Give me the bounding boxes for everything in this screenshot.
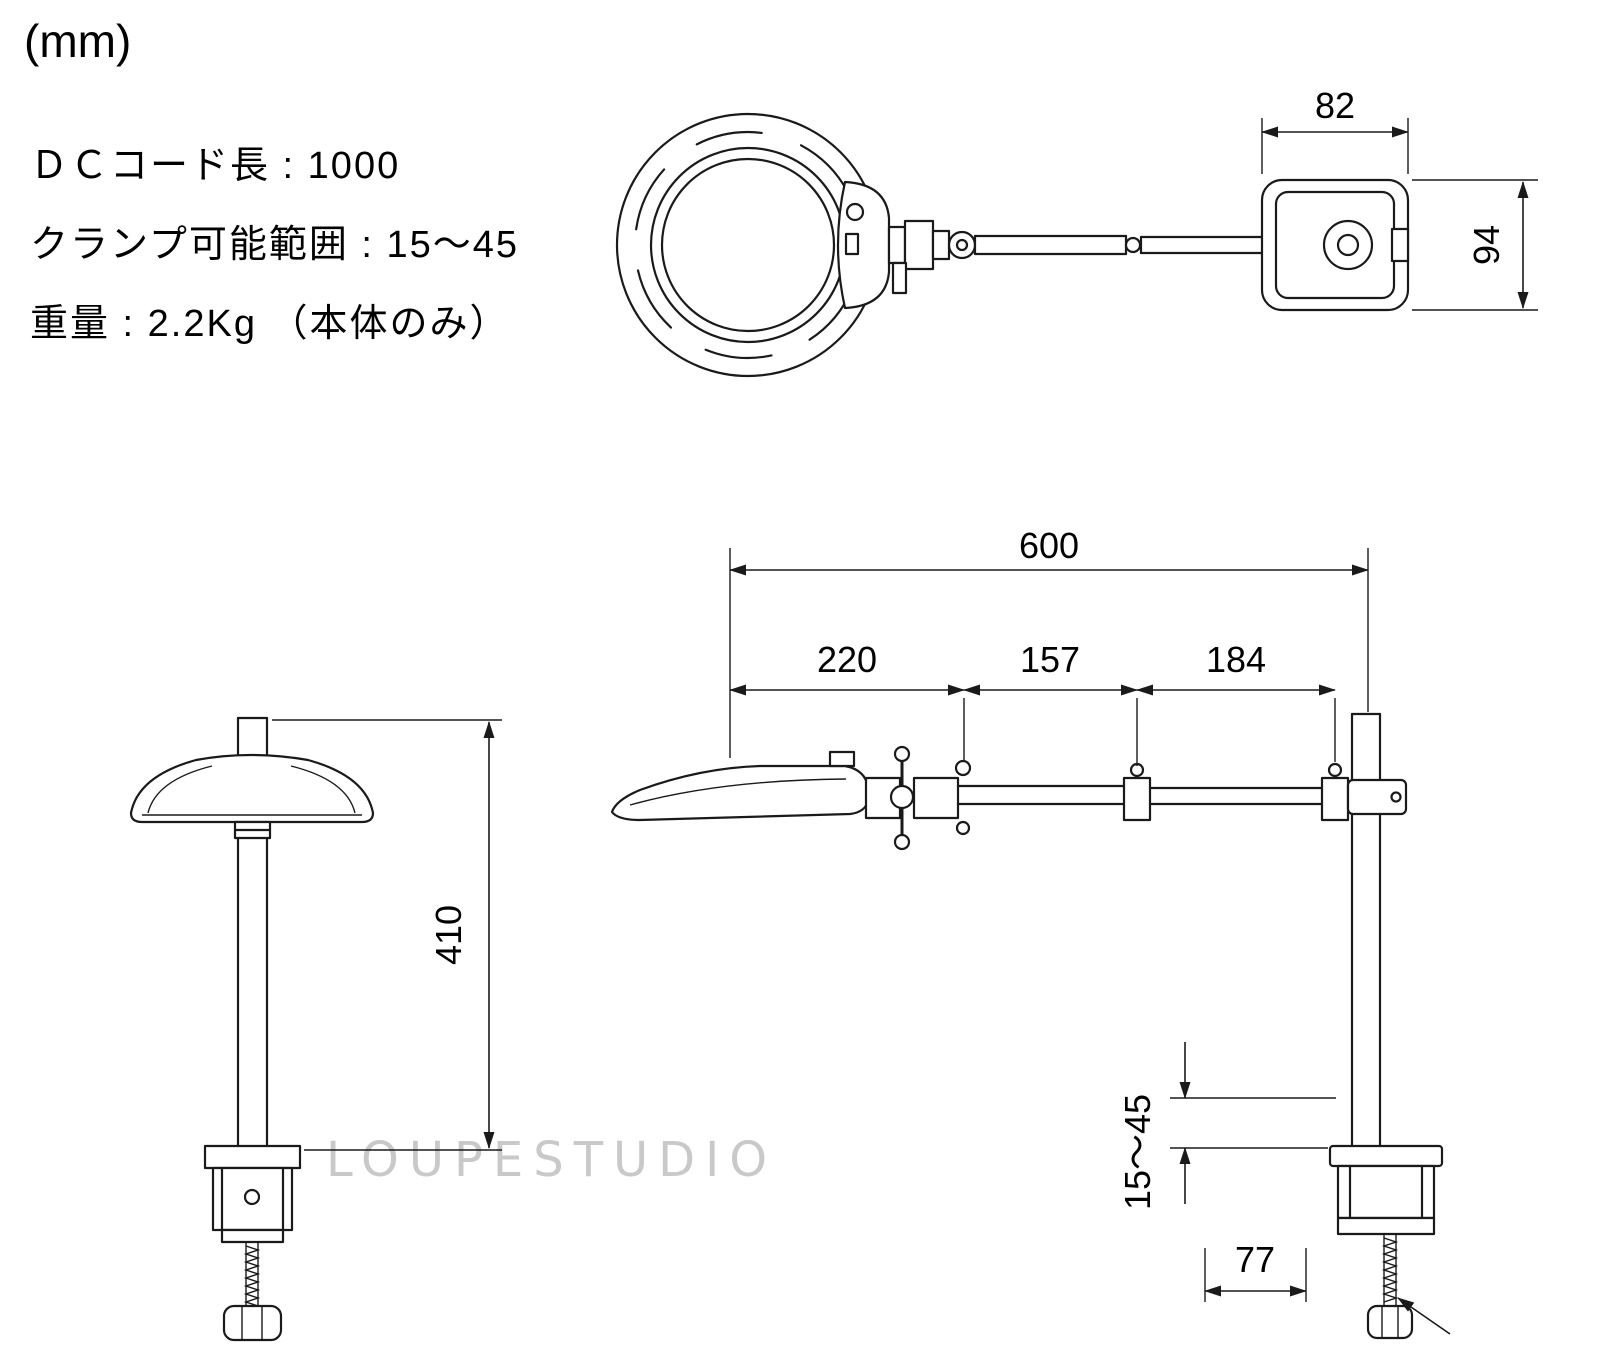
lens-outer — [649, 146, 847, 344]
dim-label-15-45: 15～45 — [1117, 1094, 1158, 1210]
head-hinge — [887, 219, 977, 295]
clamp-screw-side — [1381, 1234, 1399, 1306]
mid-joint-bracket — [1122, 776, 1152, 822]
arm-joint-bolt — [1124, 236, 1142, 254]
joint-bolt-bottom — [955, 820, 971, 836]
lock-lever — [889, 745, 915, 851]
dim-label-220: 220 — [817, 639, 877, 680]
shade-inner-left — [147, 765, 213, 814]
dim-arm-segments: 220 157 184 — [729, 639, 1336, 766]
clamp-top-view — [1260, 178, 1410, 312]
arm-side-view — [956, 784, 1324, 806]
dim-top-width: 82 — [1261, 85, 1409, 174]
clamp-side-view — [1328, 1144, 1444, 1340]
joint-bolt-top — [954, 759, 972, 777]
dim-label-184: 184 — [1206, 639, 1266, 680]
arm-joint-block — [912, 776, 960, 820]
screw-knob-front — [222, 1304, 283, 1342]
side-view: 600 220 157 184 15～45 77 — [610, 525, 1451, 1340]
dim-label-94: 94 — [1466, 225, 1507, 265]
clamp-front-view — [203, 1144, 302, 1342]
note-weight: 重量 : 2.2Kg （本体のみ） — [30, 303, 510, 345]
note-dc-cord-length: ＤＣコード長 : 1000 — [30, 145, 401, 187]
dim-clamp-range: 15～45 — [1117, 1042, 1336, 1210]
lamp-head-side — [610, 764, 870, 822]
note-clamp-range: クランプ可能範囲 : 15～45 — [30, 224, 520, 266]
head-hinge-side — [864, 776, 902, 820]
top-view: 82 94 — [615, 85, 1538, 378]
clamp-screw-front — [243, 1242, 261, 1307]
lens-inner — [660, 157, 836, 333]
dim-label-600: 600 — [1019, 525, 1079, 566]
end-joint-bracket — [1320, 776, 1350, 822]
screw-knob-side — [1366, 1304, 1414, 1340]
watermark-loupestudio: LOUPESTUDIO — [326, 1132, 778, 1188]
front-view: 410 — [129, 716, 502, 1342]
unit-label: (mm) — [24, 15, 132, 67]
dim-top-depth: 94 — [1412, 179, 1538, 311]
dim-clamp-offset: 77 — [1204, 1239, 1451, 1335]
dim-label-410: 410 — [428, 905, 469, 965]
screw-leader-line — [1397, 1297, 1451, 1335]
switch-button — [845, 202, 865, 222]
shade-inner-right — [290, 765, 356, 814]
dim-label-77: 77 — [1235, 1239, 1275, 1280]
end-joint-bolt — [1327, 762, 1343, 778]
ring-slots — [630, 126, 857, 362]
lamp-shade-front — [129, 753, 375, 824]
spec-notes: ＤＣコード長 : 1000 クランプ可能範囲 : 15～45 重量 : 2.2K… — [30, 134, 519, 371]
dim-label-82: 82 — [1315, 85, 1355, 126]
dim-pole-height: 410 — [272, 719, 502, 1151]
arm-top-view — [973, 234, 1266, 256]
dim-label-157: 157 — [1020, 639, 1080, 680]
handle-detail — [844, 232, 860, 256]
head-switch-side — [828, 750, 856, 768]
head-side-inner-line — [629, 778, 847, 806]
pole-mount-plate — [1346, 778, 1408, 816]
dim-arm-total: 600 — [729, 525, 1369, 758]
mount-plate-hole — [1390, 791, 1402, 803]
